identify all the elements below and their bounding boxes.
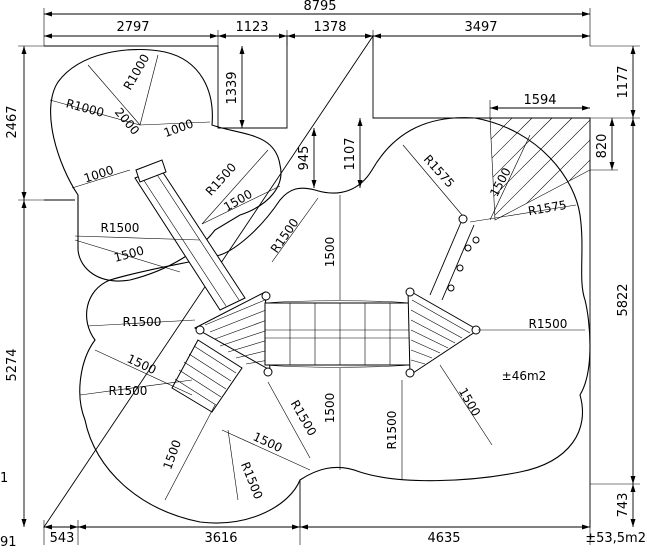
radius-label-top-centre: R1500: [203, 160, 239, 198]
radius-label-right-hatch: R1575: [527, 198, 568, 219]
arrowheads: [357, 118, 363, 188]
left-cut-label-a: 91: [0, 535, 17, 550]
safety-zone: [50, 48, 591, 524]
radius-label-left-mid: R1500: [123, 315, 162, 329]
distance-label-1500-bottom-mid: 1500: [251, 430, 285, 456]
distance-label-1500-upper-left: 1500: [221, 187, 254, 214]
radius-label-bottom-left: R1500: [238, 460, 266, 501]
radius-label-top-left-inner: R1000: [64, 96, 105, 120]
left-dimension-2-label: 5274: [5, 348, 20, 381]
ladder-handle: [472, 236, 480, 244]
left-cut-label-b: 1: [0, 471, 8, 486]
right-dimension-2-label: 5822: [616, 283, 631, 316]
right-tower-slats: [410, 299, 471, 365]
bridge-rope: [264, 300, 411, 304]
top-segment-4-label: 3497: [464, 20, 497, 35]
distance-label-1000-upper: 1000: [162, 116, 195, 140]
bridge-deck: [264, 302, 411, 366]
post: [405, 287, 415, 297]
radius-label-right-mid: R1500: [529, 317, 568, 331]
radius-label-left-lower: R1500: [109, 384, 148, 398]
top-segment-1-label: 2797: [116, 20, 149, 35]
overall-width-label: 8795: [303, 0, 336, 14]
slide-length-label: 2000: [112, 105, 142, 137]
post: [263, 367, 273, 377]
bridge: [264, 300, 411, 368]
post: [261, 291, 271, 301]
distance-label-1500-top-centre: 1500: [323, 237, 337, 268]
left-dimension-1-label: 2467: [5, 105, 20, 138]
right-dimension-1-label: 1177: [616, 65, 631, 98]
right-dimension-3-label: 743: [616, 493, 631, 518]
ladder-rail: [429, 219, 463, 296]
distance-label-1500-right-bottom: 1500: [456, 385, 483, 418]
site-boundary: [43, 34, 591, 528]
hatched-area-outline: [489, 117, 591, 221]
slide-rail: [140, 175, 227, 307]
radius-label-bottom-centre: R1500: [288, 398, 320, 439]
slide-rail: [153, 169, 240, 301]
bottom-segment-3-label: 4635: [427, 531, 460, 546]
distance-label-1500-left-lower: 1500: [125, 352, 159, 378]
notch-left-label: 945: [297, 146, 312, 171]
ladder-handle: [447, 284, 455, 292]
slide-exit: [135, 159, 167, 183]
post: [405, 368, 415, 378]
radius-label-top-left-outer: R1000: [121, 52, 153, 93]
top-dimension-chain: 8795 2797 1123 1378 3497: [43, 0, 591, 46]
safety-zone-main: [79, 117, 591, 524]
inner-dimensions: 1339 945 1107 1594 820: [225, 46, 618, 188]
bottom-segment-1-label: 543: [50, 531, 75, 546]
bottom-segment-2-label: 3616: [204, 531, 237, 546]
slide: [134, 159, 246, 311]
notch-depth-label: 1339: [225, 71, 240, 104]
distance-label-1500-left: 1500: [112, 243, 145, 264]
safety-zone-left-lobe: [50, 48, 282, 282]
distance-label-1500-bottom-left: 1500: [160, 438, 184, 471]
bottom-dimension-chain: 543 3616 4635 ±53,5m2: [43, 520, 646, 546]
bridge-rope: [264, 364, 411, 368]
radius-label-bottom-right: R1500: [385, 411, 399, 450]
total-area-label: ±53,5m2: [585, 531, 646, 546]
ladder-rail: [441, 224, 475, 301]
leader-lines: [49, 54, 585, 501]
notch-right-label: 1107: [343, 137, 358, 170]
play-equipment: [134, 159, 481, 413]
ladder-post: [458, 214, 468, 224]
distance-label-1500-right-top: 1500: [487, 165, 514, 199]
post: [195, 325, 205, 335]
zone-labels: R1000 R1000 2000 1000 1000 R1500 1500 R1…: [64, 52, 567, 501]
radius-label-right-top: R1575: [421, 152, 457, 190]
right-dimension-chain: 1177 5822 743: [590, 45, 640, 527]
distance-label-1500-bottom-centre: 1500: [323, 393, 337, 424]
radius-label-left-upper: R1500: [101, 221, 140, 235]
zone-area-label: ±46m2: [502, 369, 547, 383]
boundary-outline: [43, 34, 591, 528]
distance-label-1000-left: 1000: [82, 163, 115, 186]
ladder-handle: [464, 244, 472, 252]
hatch-width-label: 1594: [523, 93, 556, 108]
slide-chute: [134, 167, 246, 311]
climbing-ladder: [429, 214, 480, 301]
right-tower-platform: [407, 289, 479, 376]
top-segment-2-label: 1123: [235, 20, 268, 35]
top-segment-3-label: 1378: [313, 20, 346, 35]
left-dimension-chain: 2467 5274 1 91: [0, 45, 44, 550]
left-tower-slats: [204, 299, 270, 365]
ladder-handle: [456, 264, 464, 272]
hatch-height-label: 820: [595, 134, 610, 159]
radius-label-bridge-top: R1500: [268, 216, 302, 256]
